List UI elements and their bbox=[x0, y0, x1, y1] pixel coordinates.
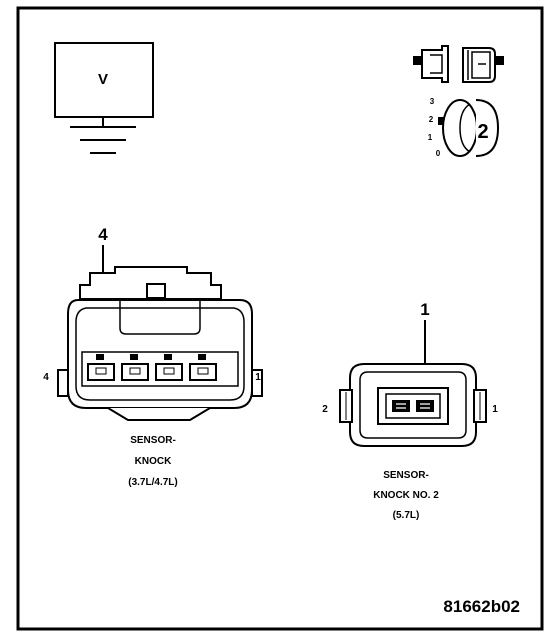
meter-label: V bbox=[98, 71, 108, 88]
callout-4: 4 bbox=[98, 225, 108, 244]
scale-mark-0: 0 bbox=[436, 149, 441, 158]
connector-right-title-line2: KNOCK NO. 2 bbox=[373, 490, 439, 501]
connector-plug-icon bbox=[413, 45, 504, 83]
terminal-cavity-4 bbox=[87, 363, 115, 381]
voltmeter-symbol: V bbox=[54, 42, 154, 154]
callout-1: 1 bbox=[420, 300, 429, 319]
connector-right-title-line1: SENSOR- bbox=[383, 470, 429, 481]
scale-mark-2: 2 bbox=[429, 115, 434, 124]
figure-border bbox=[16, 6, 544, 631]
pin-label-2: 2 bbox=[322, 404, 328, 415]
pin-view-symbol: 3 2 1 0 2 bbox=[428, 97, 500, 158]
badge-number: 2 bbox=[477, 121, 488, 143]
figure-id: 81662b02 bbox=[443, 597, 520, 616]
terminal-cavity-2 bbox=[155, 363, 183, 381]
connector-left-title-line2: KNOCK bbox=[135, 456, 172, 467]
connector-left-title-line1: SENSOR- bbox=[130, 435, 176, 446]
connector-left-title-line3: (3.7L/4.7L) bbox=[128, 477, 177, 488]
pin-label-4: 4 bbox=[43, 372, 49, 383]
connector-right-title-line3: (5.7L) bbox=[393, 510, 420, 521]
pin-label-1: 1 bbox=[492, 404, 498, 415]
knock-sensor-connector-left: 4 4 1 SENSOR- KNOCK (3 bbox=[43, 225, 263, 488]
terminal-cavity-1 bbox=[189, 363, 217, 381]
terminal-cavity-3 bbox=[121, 363, 149, 381]
scale-mark-3: 3 bbox=[430, 97, 435, 106]
scale-mark-1: 1 bbox=[428, 133, 433, 142]
terminal-cavity-1 bbox=[416, 400, 434, 412]
pin-label-1: 1 bbox=[255, 372, 261, 383]
terminal-cavity-2 bbox=[392, 400, 410, 412]
knock-sensor-connector-right: 1 2 1 SENSOR- KNOCK NO. 2 (5.7L) bbox=[322, 300, 498, 521]
